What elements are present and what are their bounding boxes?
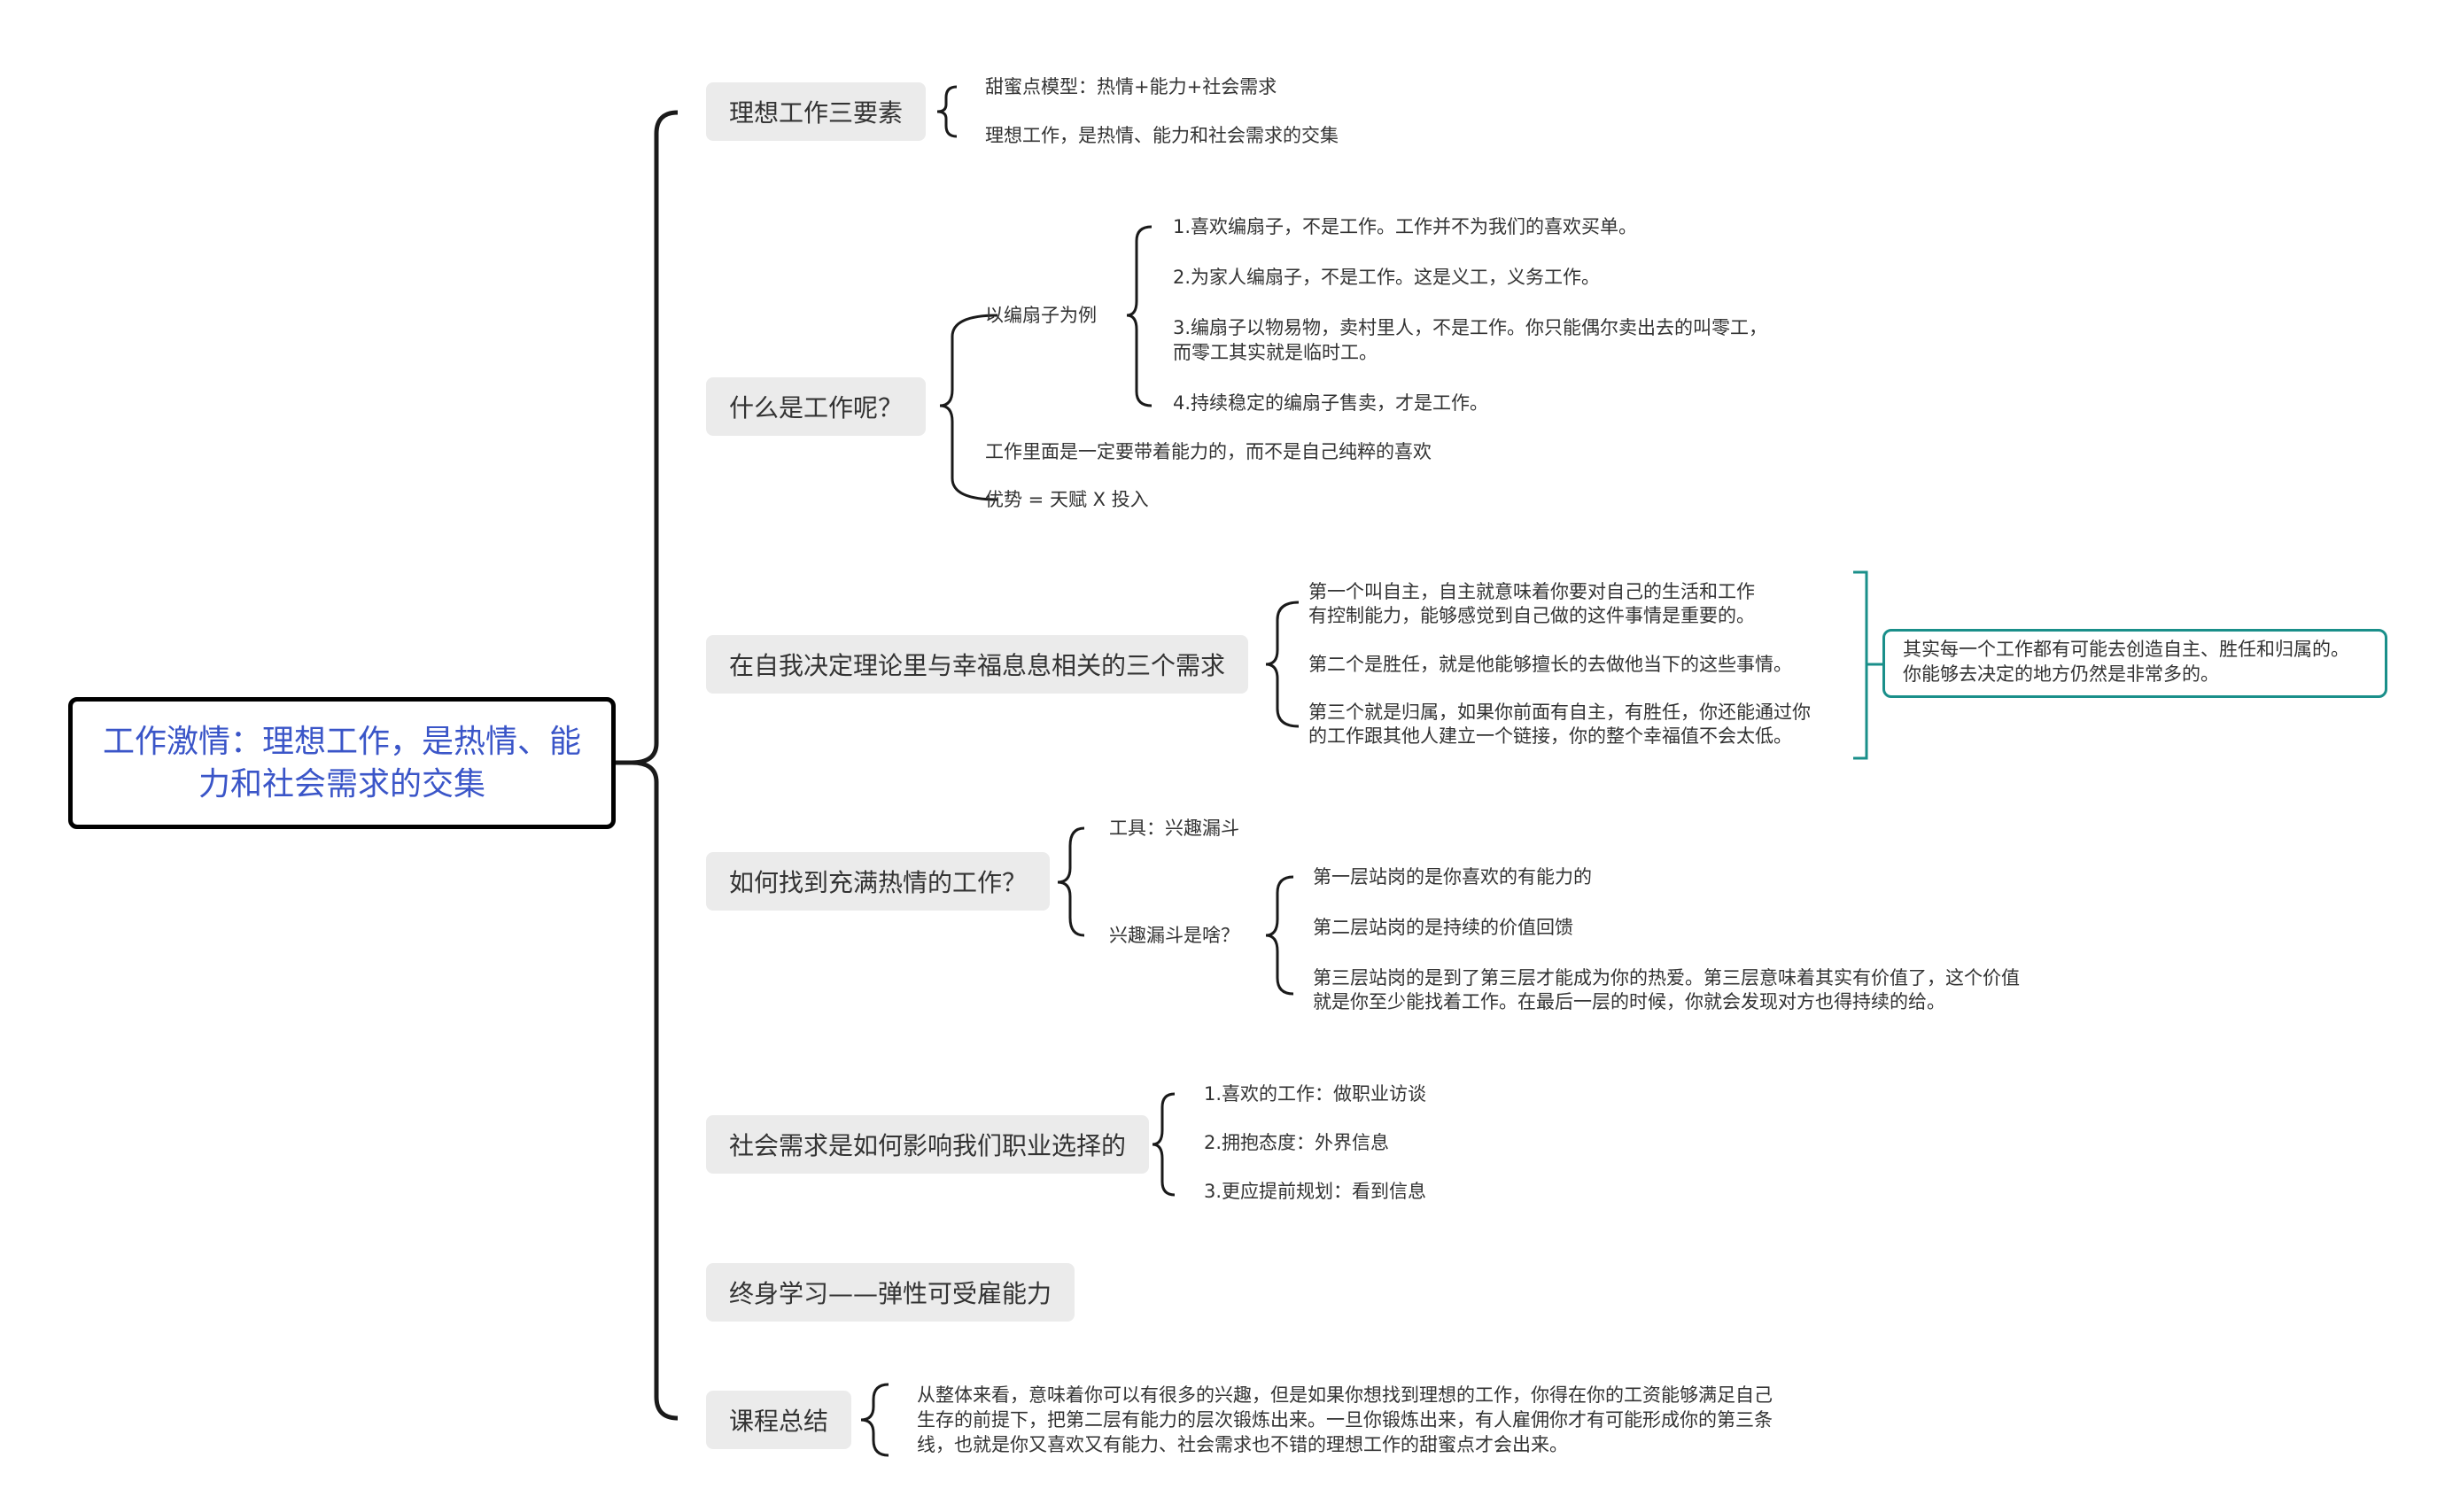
brace-b4-funnel bbox=[1265, 875, 1294, 996]
b4-funnel-layer-3b: 就是你至少能找着工作。在最后一层的时候，你就会发现对方也得持续的给。 bbox=[1313, 991, 1945, 1012]
brace-b2 bbox=[939, 314, 998, 501]
b3-item-autonomy-a: 第一个叫自主，自主就意味着你要对自己的生活和工作 bbox=[1308, 581, 1755, 602]
b2-example-label: 以编扇子为例 bbox=[985, 305, 1097, 326]
b5-item-3: 3.更应提前规划：看到信息 bbox=[1204, 1181, 1427, 1202]
root-title: 工作激情：理想工作，是热情、能力和社会需求的交集 bbox=[103, 723, 582, 803]
b4-funnel-layer-3a: 第三层站岗的是到了第三层才能成为你的热爱。第三层意味着其实有价值了，这个价值 bbox=[1313, 967, 2020, 989]
main-brace bbox=[631, 110, 679, 1421]
b1-item-sweet-spot: 甜蜜点模型：热情+能力+社会需求 bbox=[985, 76, 1277, 97]
brace-b7 bbox=[860, 1383, 889, 1457]
b2-example-item-3b: 而零工其实就是临时工。 bbox=[1173, 342, 1378, 363]
topic-ideal-work-elements[interactable]: 理想工作三要素 bbox=[706, 82, 927, 141]
topic-course-summary[interactable]: 课程总结 bbox=[706, 1391, 852, 1449]
b1-item-definition: 理想工作，是热情、能力和社会需求的交集 bbox=[985, 125, 1339, 146]
root-topic[interactable]: 工作激情：理想工作，是热情、能力和社会需求的交集 bbox=[68, 697, 616, 829]
brace-b2-example bbox=[1126, 225, 1153, 407]
b2-example-item-3a: 3.编扇子以物易物，卖村里人，不是工作。你只能偶尔卖出去的叫零工， bbox=[1173, 317, 1768, 338]
topic-three-needs[interactable]: 在自我决定理论里与幸福息息相关的三个需求 bbox=[706, 635, 1249, 694]
b2-example-item-4: 4.持续稳定的编扇子售卖，才是工作。 bbox=[1173, 392, 1489, 414]
topic-lifelong-learning[interactable]: 终身学习——弹性可受雇能力 bbox=[706, 1263, 1075, 1322]
b3-summary-note[interactable]: 其实每一个工作都有可能去创造自主、胜任和归属的。 你能够去决定的地方仍然是非常多… bbox=[1882, 629, 2387, 698]
b4-funnel-label: 兴趣漏斗是啥？ bbox=[1109, 925, 1239, 946]
b5-item-1: 1.喜欢的工作：做职业访谈 bbox=[1204, 1083, 1427, 1105]
b2-item-strength-formula: 优势 = 天赋 X 投入 bbox=[985, 489, 1149, 510]
b7-summary-line-1: 从整体来看，意味着你可以有很多的兴趣，但是如果你想找到理想的工作，你得在你的工资… bbox=[917, 1384, 1773, 1406]
b3-item-belonging-a: 第三个就是归属，如果你前面有自主，有胜任，你还能通过你 bbox=[1308, 702, 1811, 723]
b3-item-competence: 第二个是胜任，就是他能够擅长的去做他当下的这些事情。 bbox=[1308, 654, 1792, 675]
b7-summary-line-2: 生存的前提下，把第二层有能力的层次锻炼出来。一旦你锻炼出来，有人雇佣你才有可能形… bbox=[917, 1409, 1773, 1431]
summary-bracket bbox=[1853, 570, 1868, 760]
topic-find-passion-work[interactable]: 如何找到充满热情的工作？ bbox=[706, 852, 1051, 911]
brace-b3 bbox=[1265, 601, 1300, 728]
b4-funnel-layer-1: 第一层站岗的是你喜欢的有能力的 bbox=[1313, 866, 1592, 888]
brace-b4 bbox=[1057, 826, 1085, 937]
b5-item-2: 2.拥抱态度：外界信息 bbox=[1204, 1132, 1390, 1153]
b3-item-belonging-b: 的工作跟其他人建立一个链接，你的整个幸福值不会太低。 bbox=[1308, 725, 1792, 747]
b4-funnel-layer-2: 第二层站岗的是持续的价值回馈 bbox=[1313, 917, 1573, 938]
topic-social-demand[interactable]: 社会需求是如何影响我们职业选择的 bbox=[706, 1115, 1150, 1174]
b2-item-ability: 工作里面是一定要带着能力的，而不是自己纯粹的喜欢 bbox=[985, 441, 1432, 462]
brace-b1 bbox=[936, 85, 958, 138]
b7-summary-line-3: 线，也就是你又喜欢又有能力、社会需求也不错的理想工作的甜蜜点才会出来。 bbox=[917, 1434, 1568, 1455]
b2-example-item-2: 2.为家人编扇子，不是工作。这是义工，义务工作。 bbox=[1173, 267, 1601, 288]
b4-item-tool: 工具：兴趣漏斗 bbox=[1109, 818, 1239, 839]
brace-b5 bbox=[1152, 1092, 1176, 1197]
b2-example-item-1: 1.喜欢编扇子，不是工作。工作并不为我们的喜欢买单。 bbox=[1173, 216, 1638, 237]
b3-item-autonomy-b: 有控制能力，能够感觉到自己做的这件事情是重要的。 bbox=[1308, 605, 1755, 626]
topic-what-is-work[interactable]: 什么是工作呢？ bbox=[706, 377, 927, 436]
